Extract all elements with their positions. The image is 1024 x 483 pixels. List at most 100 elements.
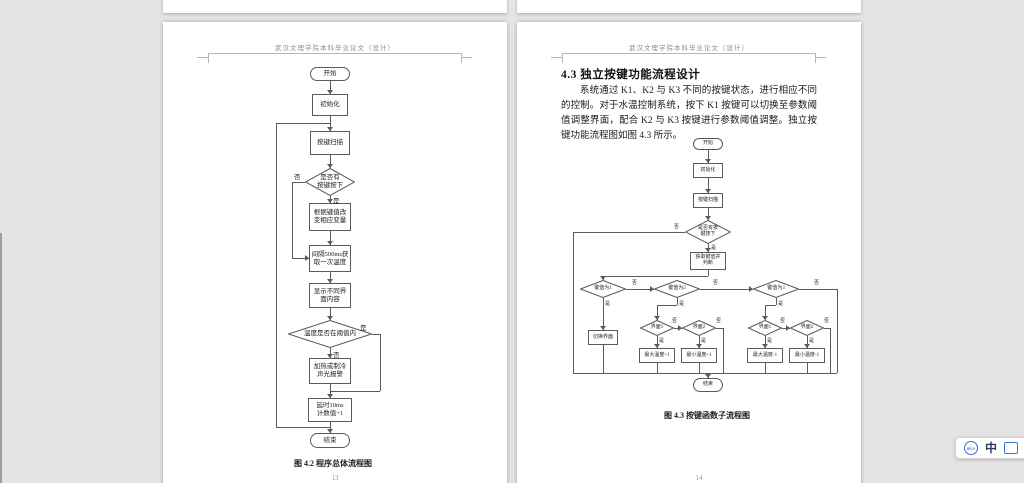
flow-node-diamond: 键值为1 [580, 280, 626, 298]
connector-line [330, 81, 331, 94]
branch-label: 是 [809, 339, 815, 344]
arrowhead-icon [705, 189, 711, 193]
flow-node-rect: 最大温度-1 [747, 348, 783, 363]
branch-label: 是 [679, 302, 685, 307]
arrowhead-icon [327, 164, 333, 168]
body-paragraph: 系统通过 K1、K2 与 K3 不同的按键状态，进行相应不同的控制。对于水温控制… [561, 86, 817, 141]
arrowhead-icon [762, 344, 768, 348]
previous-page-bottom-right[interactable] [517, 0, 861, 13]
arrowhead-icon [786, 325, 790, 331]
connector-line [603, 298, 604, 330]
flow-node-rect: 初始化 [693, 163, 723, 178]
margin-mark-icon [551, 57, 562, 58]
ime-mode-indicator[interactable]: 中 [985, 441, 998, 455]
page-header-title: 武汉文理学院本科毕业论文（设计） [275, 45, 395, 52]
connector-line [603, 276, 708, 277]
margin-tick-icon [208, 53, 209, 63]
branch-label: 否 [672, 319, 678, 324]
arrowhead-icon [327, 316, 333, 320]
arrowhead-icon [650, 286, 654, 292]
connector-line [330, 348, 331, 358]
flow-node-rect: 获取键值并 判断 [690, 252, 726, 270]
arrowhead-icon [327, 279, 333, 283]
branch-label: 是 [360, 325, 367, 332]
connector-line [807, 336, 808, 348]
connector-line [708, 208, 709, 220]
connector-line [824, 328, 830, 329]
ime-bar[interactable]: iFLY 中 [955, 437, 1024, 459]
figure-caption: 图 4.3 按键函数子流程图 [664, 411, 750, 420]
window-edge-strip [0, 233, 2, 483]
connector-line [765, 336, 766, 348]
connector-line [330, 116, 331, 131]
ime-keyboard-icon[interactable] [1004, 442, 1019, 454]
ime-logo-icon[interactable]: iFLY [964, 441, 978, 455]
arrowhead-icon [762, 316, 768, 320]
flow-node-rect: 按键扫描 [310, 131, 350, 155]
branch-label: 是 [605, 302, 611, 307]
flow-node-diamond: 界面2 [682, 320, 716, 336]
connector-line [677, 298, 678, 305]
arrowhead-icon [696, 344, 702, 348]
branch-label: 是 [778, 302, 784, 307]
flow-node-rect: 延时10ms 计数值+1 [308, 398, 352, 422]
flow-node-rect: 最小温度+1 [681, 348, 717, 363]
connector-line [708, 178, 709, 193]
flow-node-diamond: 界面2 [790, 320, 824, 336]
flow-node-diamond: 是否有按 键按下 [685, 220, 731, 244]
margin-mark-icon [815, 57, 826, 58]
connector-line [716, 328, 723, 329]
connector-line [330, 384, 331, 398]
page-left[interactable]: 武汉文理学院本科毕业论文（设计） 开始初始化按键扫描是否有 按键按下根据键值改 … [163, 22, 507, 483]
connector-line [837, 289, 838, 373]
connector-line [807, 363, 808, 373]
branch-label: 是 [701, 339, 707, 344]
connector-line [765, 363, 766, 373]
arrowhead-icon [654, 316, 660, 320]
connector-line [765, 305, 776, 306]
flow-node-oval: 结束 [310, 433, 350, 448]
flow-node-diamond: 键值为3 [753, 280, 799, 298]
connector-line [292, 182, 305, 183]
connector-line [700, 289, 753, 290]
arrowhead-icon [705, 248, 711, 252]
connector-line [776, 298, 777, 305]
connector-line [830, 328, 831, 373]
connector-line [799, 289, 837, 290]
page-number: 14 [695, 474, 703, 482]
connector-line [380, 334, 381, 391]
flow-node-oval: 开始 [310, 67, 350, 81]
flow-node-rect: 初始化 [312, 94, 348, 116]
flow-node-rect: 间隔500ms获 取一次温度 [309, 245, 351, 272]
arrowhead-icon [705, 216, 711, 220]
flowchart-figure-4-2: 开始初始化按键扫描是否有 按键按下根据键值改 变相应变量间隔500ms获 取一次… [163, 22, 507, 483]
connector-line [292, 258, 309, 259]
connector-line [657, 336, 658, 348]
branch-label: 是 [767, 339, 773, 344]
figure-caption: 图 4.2 程序总体流程图 [294, 459, 372, 468]
branch-label: 是 [711, 246, 717, 251]
previous-page-bottom-left[interactable] [163, 0, 507, 13]
connector-line [708, 150, 709, 163]
connector-line [573, 373, 837, 374]
branch-label: 否 [824, 319, 830, 324]
connector-line [699, 336, 700, 348]
connector-line [626, 289, 654, 290]
connector-line [699, 363, 700, 373]
connector-line [372, 334, 380, 335]
flow-node-diamond: 键值为2 [654, 280, 700, 298]
arrowhead-icon [705, 374, 711, 378]
flow-node-oval: 结束 [693, 378, 723, 392]
branch-label: 否 [294, 174, 301, 181]
arrowhead-icon [305, 255, 309, 261]
header-rule [208, 53, 461, 54]
flow-node-rect: 显示不同界 面内容 [309, 283, 351, 308]
page-right[interactable]: 武汉文理学院本科毕业论文（设计） 4.3 独立按键功能流程设计 系统通过 K1、… [517, 22, 861, 483]
margin-mark-icon [197, 57, 208, 58]
margin-mark-icon [461, 57, 472, 58]
flow-node-rect: 按键扫描 [693, 193, 723, 208]
branch-label: 否 [780, 319, 786, 324]
arrowhead-icon [654, 344, 660, 348]
